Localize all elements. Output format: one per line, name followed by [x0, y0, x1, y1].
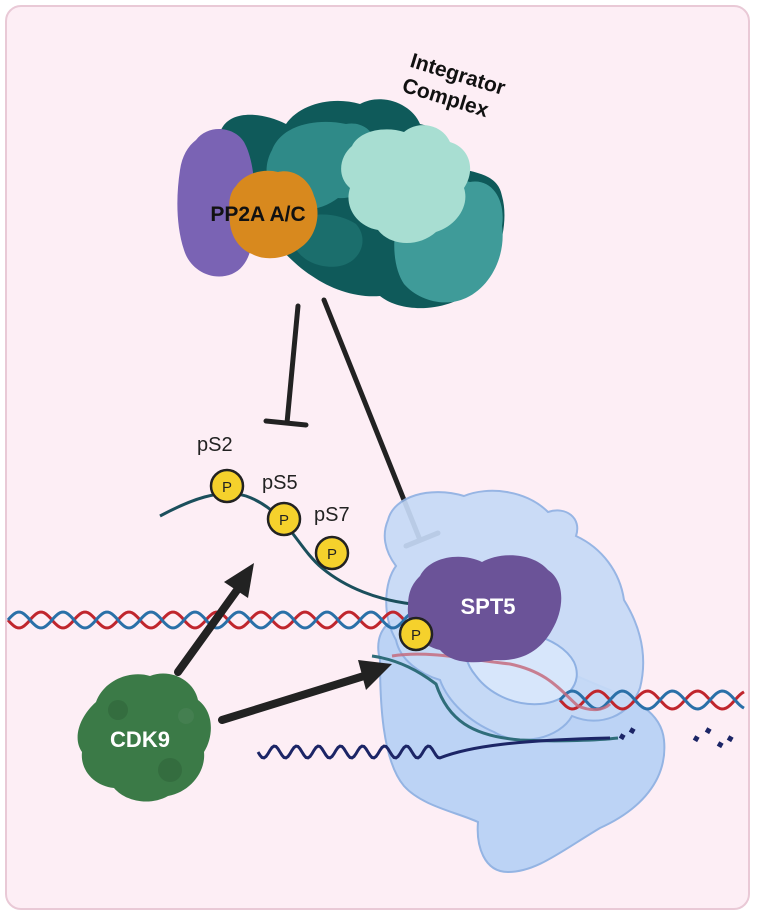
- pp2a-c-subunit: [229, 170, 318, 259]
- phospho-ser7: pS7 P: [314, 504, 350, 571]
- cdk9-label: CDK9: [110, 727, 170, 752]
- phospho-spt5: P: [398, 616, 434, 652]
- rna-fragment-dots: [618, 727, 734, 749]
- pS5-label: pS5: [262, 472, 298, 494]
- arrow-cdk9-to-ctd: [174, 563, 254, 676]
- pS7-label: pS7: [314, 504, 350, 526]
- phospho-ser2: pS2 P: [197, 434, 245, 504]
- inhibition-to-ctd: [263, 303, 309, 428]
- spt5-label: SPT5: [460, 594, 515, 619]
- spt5: SPT5: [407, 555, 562, 663]
- integrator-complex: PP2A A/C Integrator Complex: [177, 49, 508, 309]
- rna-polymerase-ii: [377, 489, 666, 874]
- integrator-mint-lobe: [341, 125, 471, 244]
- cdk9: CDK9: [77, 673, 211, 802]
- pS2-label: pS2: [197, 434, 233, 456]
- nascent-rna: [256, 736, 611, 760]
- phospho-ser5: pS5 P: [262, 472, 302, 537]
- nontemplate-strand: [391, 652, 612, 712]
- pS5-badge: P: [279, 512, 289, 529]
- pS2-badge: P: [222, 479, 232, 496]
- arrow-cdk9-to-spt5: [218, 660, 392, 724]
- pp2a-label: PP2A A/C: [210, 203, 305, 226]
- spt5-phospho-badge: P: [411, 627, 421, 644]
- dna-downstream: [558, 689, 745, 711]
- template-strand: [371, 654, 619, 743]
- pS7-badge: P: [327, 546, 337, 563]
